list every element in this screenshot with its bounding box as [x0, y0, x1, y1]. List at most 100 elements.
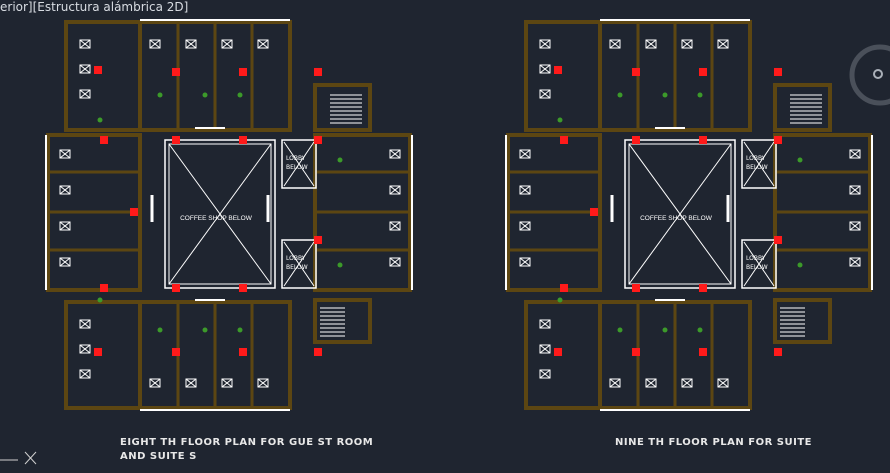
- drawing-line: [628, 143, 732, 285]
- drawing-line: [257, 39, 269, 49]
- column: [239, 284, 247, 292]
- wall: [64, 20, 142, 132]
- plant: [97, 297, 103, 303]
- drawing-line: [185, 39, 197, 49]
- fixture: [79, 369, 91, 379]
- fixture: [221, 39, 233, 49]
- drawing-line: [59, 257, 71, 267]
- fixture: [389, 185, 401, 195]
- drawing-line: [59, 149, 71, 159]
- drawing-line: [283, 141, 315, 187]
- fixture: [609, 378, 621, 388]
- column: [239, 136, 247, 144]
- column: [774, 68, 782, 76]
- fixture: [539, 319, 551, 329]
- lobby-void: [741, 239, 777, 289]
- column: [554, 66, 562, 74]
- fixture: [59, 149, 71, 159]
- lobby-label: BELOW: [746, 264, 768, 271]
- plant: [797, 157, 803, 163]
- drawing-line: [743, 141, 775, 187]
- plant: [202, 92, 208, 98]
- column: [699, 136, 707, 144]
- column: [172, 136, 180, 144]
- drawing-line: [185, 378, 197, 388]
- plant: [797, 262, 803, 268]
- fixture: [59, 221, 71, 231]
- plant: [157, 327, 163, 333]
- atrium-outline: [164, 139, 276, 289]
- drawing-line: [849, 257, 861, 267]
- fixture: [681, 39, 693, 49]
- column: [632, 348, 640, 356]
- column: [632, 68, 640, 76]
- ucs-icon: [24, 451, 37, 465]
- wall: [313, 298, 372, 344]
- drawing-line: [539, 369, 551, 379]
- fixture: [717, 378, 729, 388]
- fixture: [149, 378, 161, 388]
- fixture: [539, 369, 551, 379]
- plant: [557, 117, 563, 123]
- fixture: [185, 39, 197, 49]
- fixture: [539, 39, 551, 49]
- drawing-line: [743, 241, 775, 287]
- atrium-outline: [624, 139, 736, 289]
- fixture: [849, 149, 861, 159]
- plan-title-line: EIGHT TH FLOOR PLAN FOR GUE ST ROOM: [120, 437, 374, 448]
- fixture: [59, 257, 71, 267]
- column: [632, 136, 640, 144]
- drawing-line: [79, 319, 91, 329]
- drawing-line: [849, 185, 861, 195]
- column: [94, 348, 102, 356]
- plant: [662, 327, 668, 333]
- atrium-label: COFFEE SHOP BELOW: [180, 215, 253, 222]
- drawing-line: [539, 39, 551, 49]
- atrium-outline: [168, 143, 272, 285]
- lobby-label: BELOW: [746, 164, 768, 171]
- fixture: [185, 378, 197, 388]
- fixture: [257, 378, 269, 388]
- column: [699, 284, 707, 292]
- drawing-line: [849, 221, 861, 231]
- drawing-line: [609, 378, 621, 388]
- fixture: [79, 64, 91, 74]
- wall: [46, 133, 142, 292]
- wall: [313, 83, 372, 132]
- plan-title-eighth-floor: EIGHT TH FLOOR PLAN FOR GUE ST ROOM AND …: [120, 436, 373, 464]
- drawing-line: [645, 39, 657, 49]
- drawing-line: [681, 378, 693, 388]
- wall: [773, 298, 832, 344]
- drawing-line: [519, 149, 531, 159]
- plant: [237, 327, 243, 333]
- plant: [202, 327, 208, 333]
- wall: [773, 83, 832, 132]
- plan-title-line: AND SUITE S: [120, 451, 197, 462]
- fixture: [149, 39, 161, 49]
- lobby-label: BELOW: [286, 164, 308, 171]
- drawing-line: [717, 39, 729, 49]
- drawing-line: [79, 64, 91, 74]
- fixture: [645, 378, 657, 388]
- navigation-wheel-icon: [873, 69, 883, 79]
- plant: [557, 297, 563, 303]
- atrium-outline: [628, 143, 732, 285]
- drawing-line: [257, 378, 269, 388]
- plant: [157, 92, 163, 98]
- drawing-line: [849, 149, 861, 159]
- drawing-line: [389, 149, 401, 159]
- drawing-line: [539, 344, 551, 354]
- drawing-line: [539, 319, 551, 329]
- drawing-line: [717, 378, 729, 388]
- fixture: [717, 39, 729, 49]
- column: [314, 236, 322, 244]
- drawing-line: [519, 257, 531, 267]
- drawing-line: [609, 39, 621, 49]
- viewport-controls-label[interactable]: erior][Estructura alámbrica 2D]: [0, 0, 189, 14]
- fixture: [539, 89, 551, 99]
- drawing-line: [149, 39, 161, 49]
- plan-title-ninth-floor: NINE TH FLOOR PLAN FOR SUITE: [615, 436, 812, 450]
